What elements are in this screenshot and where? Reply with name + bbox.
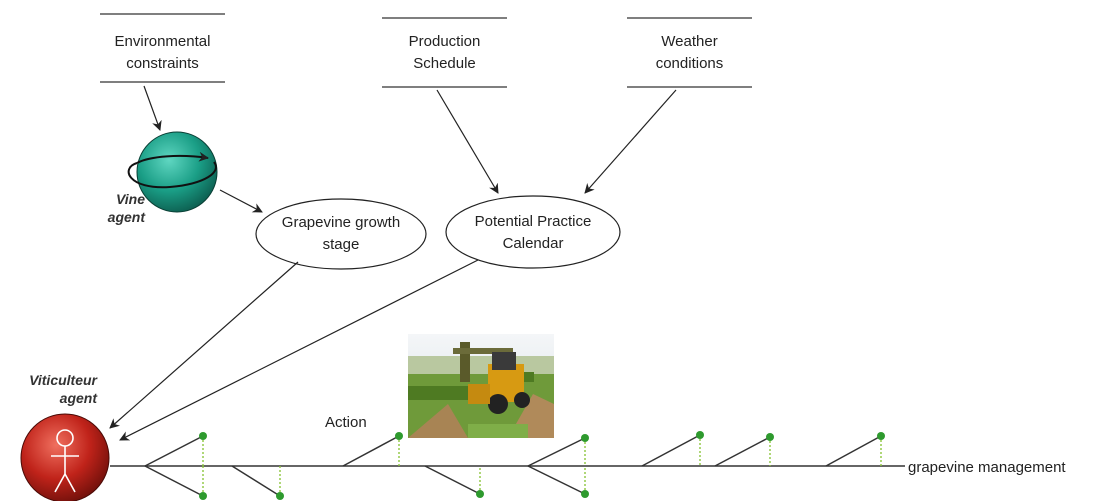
action-node <box>199 492 207 500</box>
action-branch <box>641 434 701 467</box>
action-nodes <box>144 431 885 500</box>
arrow-production-to-calendar <box>436 89 499 194</box>
action-branch <box>714 436 771 467</box>
action-branch <box>825 435 882 467</box>
arrow-growth-to-viticulteur <box>109 261 299 429</box>
action-branch <box>342 435 400 467</box>
tractor-photo <box>408 334 554 438</box>
action-branch <box>424 465 481 495</box>
action-node <box>395 432 403 440</box>
action-branch <box>144 435 204 467</box>
arrow-calendar-to-viticulteur <box>119 259 479 441</box>
growth-stage-ellipse <box>255 198 427 270</box>
action-node <box>696 431 704 439</box>
arrow-vine-to-growth <box>219 189 263 213</box>
action-node <box>276 492 284 500</box>
action-node <box>581 490 589 498</box>
action-node <box>581 434 589 442</box>
weather-conditions-label: Weather conditions <box>655 33 724 72</box>
person-icon <box>20 413 110 501</box>
action-node <box>877 432 885 440</box>
production-schedule-label: Production Schedule <box>408 33 481 72</box>
arrow-weather-to-calendar <box>584 89 677 194</box>
growth-stage-label: Grapevine growth stage <box>281 214 401 253</box>
environmental-constraints-box <box>100 13 225 83</box>
action-node <box>199 432 207 440</box>
action-node <box>766 433 774 441</box>
action-branch <box>527 437 586 467</box>
timeline-label: grapevine management <box>908 459 1066 476</box>
practice-calendar-label: Potential Practice Calendar <box>474 213 592 252</box>
production-schedule-box <box>382 17 507 88</box>
action-node <box>476 490 484 498</box>
arrow-env-to-vine <box>143 85 162 131</box>
environmental-constraints-label: Environmental constraints <box>114 33 211 72</box>
action-branch <box>231 465 281 497</box>
globe-icon <box>127 131 218 213</box>
vine-agent-label: Vine agent <box>107 191 145 225</box>
weather-conditions-box <box>627 17 752 88</box>
viticulteur-agent-label: Viticulteur agent <box>29 372 97 406</box>
action-label: Action <box>325 414 367 431</box>
action-branch <box>527 465 586 495</box>
practice-calendar-ellipse <box>445 195 621 269</box>
action-branch <box>144 465 204 497</box>
